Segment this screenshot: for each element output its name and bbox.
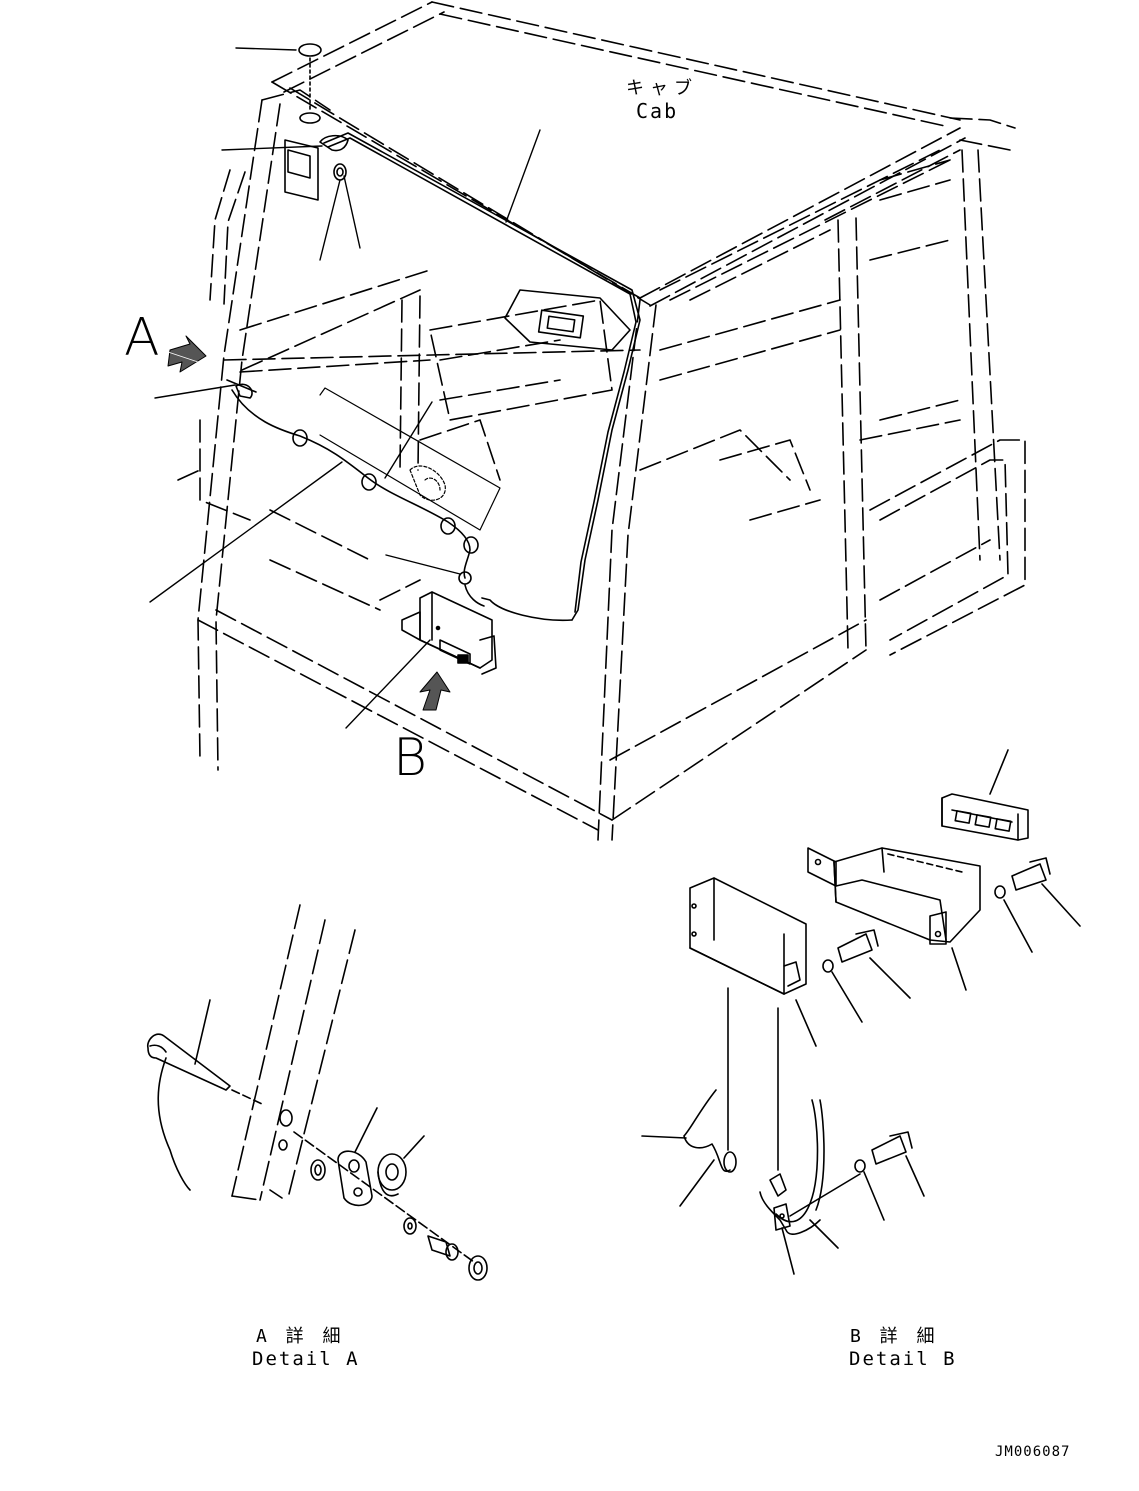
view-arrow-a-icon [167,335,207,373]
side-harness [226,379,485,607]
detail-a-drawing [146,904,488,1281]
roof-connector [284,43,349,201]
view-arrow-b-icon [419,671,451,711]
drawing-id: JM006087 [995,1444,1071,1460]
detail-a-label-jp: A 詳 細 [256,1326,345,1347]
cab-label-jp: キャブ [626,78,698,99]
detail-b-label-en: Detail B [849,1348,957,1370]
antenna-icon [146,1033,231,1091]
detail-a-label-en: Detail A [252,1348,360,1370]
controller-unit[interactable] [401,591,497,675]
view-b-label: B [393,728,430,788]
cab-label-en: Cab [636,99,679,123]
roof-harness [323,132,641,622]
cab-frame [177,1,1026,841]
dome-light [504,289,631,351]
detail-b-drawing [641,749,1081,1275]
detail-b-label-jp: B 詳 細 [850,1326,939,1347]
leader-lines-cab [149,47,541,729]
label-plate [319,387,501,531]
view-a-label: A [124,308,162,368]
